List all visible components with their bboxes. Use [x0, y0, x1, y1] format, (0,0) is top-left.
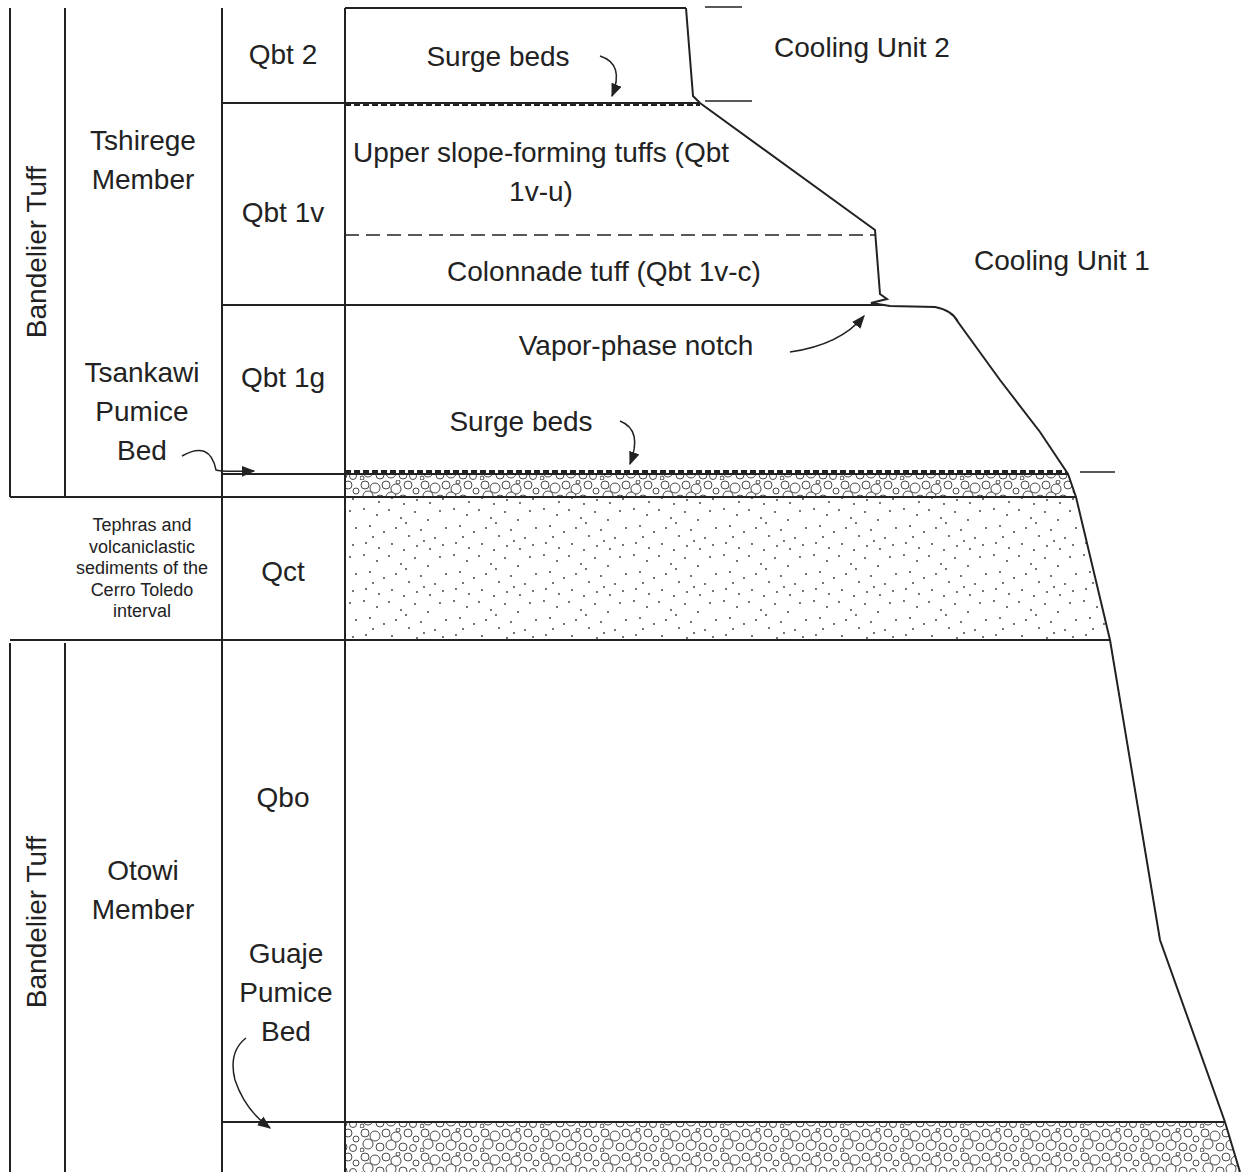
bed-name: Guaje Pumice Bed — [231, 934, 341, 1052]
bed-label: Surge beds — [421, 402, 621, 441]
bed-label: Surge beds — [398, 37, 598, 76]
unit-code: Qbt 2 — [228, 35, 338, 74]
member-name: Tshirege Member — [68, 121, 218, 199]
unit-code: Qbo — [228, 778, 338, 817]
unit-code: Qbt 1g — [228, 358, 338, 397]
unit-code: Qct — [228, 552, 338, 591]
bed-name: Tsankawi Pumice Bed — [72, 353, 212, 471]
group-name: Bandelier Tuff — [17, 166, 56, 338]
group-name: Bandelier Tuff — [17, 836, 56, 1008]
member-name: Otowi Member — [68, 851, 218, 929]
cooling-unit-label: Cooling Unit 1 — [947, 241, 1177, 280]
unit-code: Qbt 1v — [228, 193, 338, 232]
feature-label: Vapor-phase notch — [486, 326, 786, 365]
cooling-unit-label: Cooling Unit 2 — [747, 28, 977, 67]
subunit-label: Upper slope-forming tuffs (Qbt 1v-u) — [346, 133, 736, 211]
subunit-label: Colonnade tuff (Qbt 1v-c) — [384, 252, 824, 291]
interval-name: Tephras and volcaniclastic sediments of … — [67, 515, 217, 623]
